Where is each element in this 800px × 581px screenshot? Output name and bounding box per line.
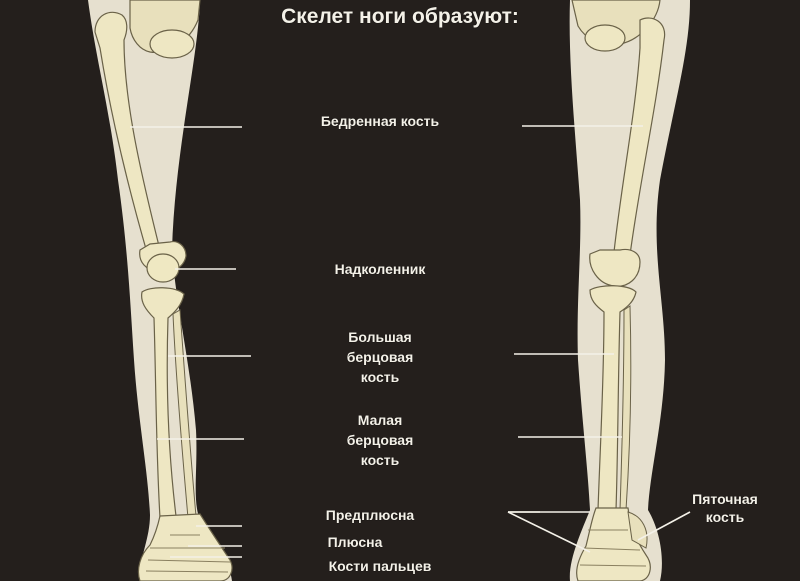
left-femur <box>94 11 161 257</box>
label-tibia-line-2: берцовая <box>346 349 414 365</box>
right-femur-head <box>584 24 626 52</box>
label-fibula: Малая берцовая кость <box>315 410 445 470</box>
right-femur <box>613 17 666 256</box>
left-femur-head <box>149 29 195 59</box>
label-patella: Надколенник <box>334 261 426 277</box>
label-metatarsus: Плюсна <box>327 534 383 550</box>
label-heel-line-2: кость <box>705 509 745 525</box>
left-tibia <box>141 287 185 519</box>
label-tarsus: Предплюсна <box>325 507 415 523</box>
right-foot-bone-lines <box>579 529 647 567</box>
label-fibula-line-2: берцовая <box>346 432 414 448</box>
heel-pointer <box>637 511 691 541</box>
left-patella <box>146 253 180 283</box>
label-femur: Бедренная кость <box>320 113 440 129</box>
label-fibula-line-1: Малая <box>357 412 403 428</box>
label-heel-line-1: Пяточная <box>692 491 758 507</box>
right-tibia <box>589 285 637 511</box>
label-heel-bone: Пяточная кость <box>670 490 780 526</box>
diagram-title: Скелет ноги образуют: <box>281 5 519 28</box>
label-phalanges: Кости пальцев <box>328 558 432 574</box>
label-tibia-line-3: кость <box>360 369 400 385</box>
label-tibia-line-1: Большая <box>348 329 412 345</box>
tarsus-pointer-right-lower <box>507 511 591 553</box>
label-tibia: Большая берцовая кость <box>315 327 445 387</box>
label-fibula-line-3: кость <box>360 452 400 468</box>
left-foot-bone-lines <box>145 534 231 573</box>
right-heel-bone <box>627 511 648 549</box>
right-knee <box>589 248 641 287</box>
